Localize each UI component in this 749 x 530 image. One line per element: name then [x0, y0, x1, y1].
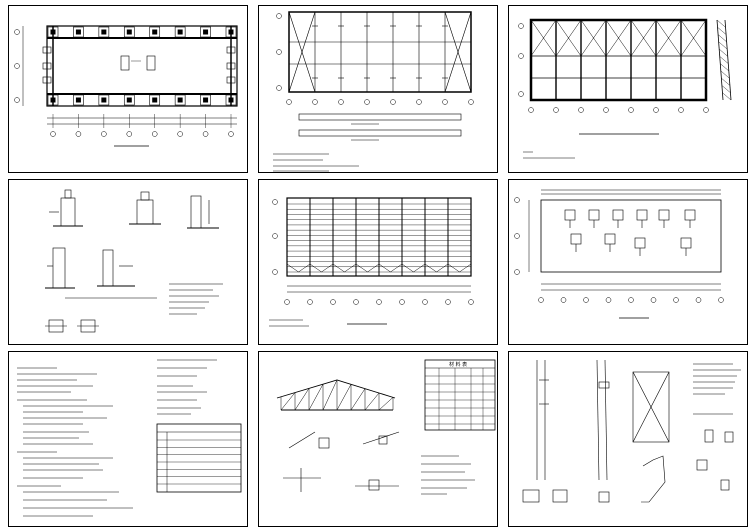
roof-bracing-drawing	[273, 11, 474, 172]
drawing-sheet-foundation-plan	[8, 5, 248, 173]
purlin-layout-drawing	[269, 197, 474, 327]
roof-truss-drawing	[518, 18, 732, 159]
drawing-sheet-design-notes	[8, 351, 248, 527]
column-layout-drawing	[514, 189, 724, 319]
drawing-sheet-roof-truss-plan	[508, 5, 748, 173]
foundation-plan-drawing	[14, 25, 238, 147]
schedule-title: 材 料 表	[449, 361, 467, 368]
design-notes-drawing	[17, 359, 242, 517]
drawing-sheet-column-layout	[508, 179, 748, 345]
drawing-sheet-truss-elevation: 材 料 表	[258, 351, 498, 527]
column-elevation-drawing	[522, 359, 741, 503]
truss-elevation-drawing: 材 料 表	[276, 359, 496, 495]
drawing-sheet-purlin-layout	[258, 179, 498, 345]
drawing-sheet-column-elevation	[508, 351, 748, 527]
drawing-sheet-foundation-details	[8, 179, 248, 345]
foundation-details-drawing	[45, 189, 223, 333]
drawing-sheet-roof-bracing-plan	[258, 5, 498, 173]
